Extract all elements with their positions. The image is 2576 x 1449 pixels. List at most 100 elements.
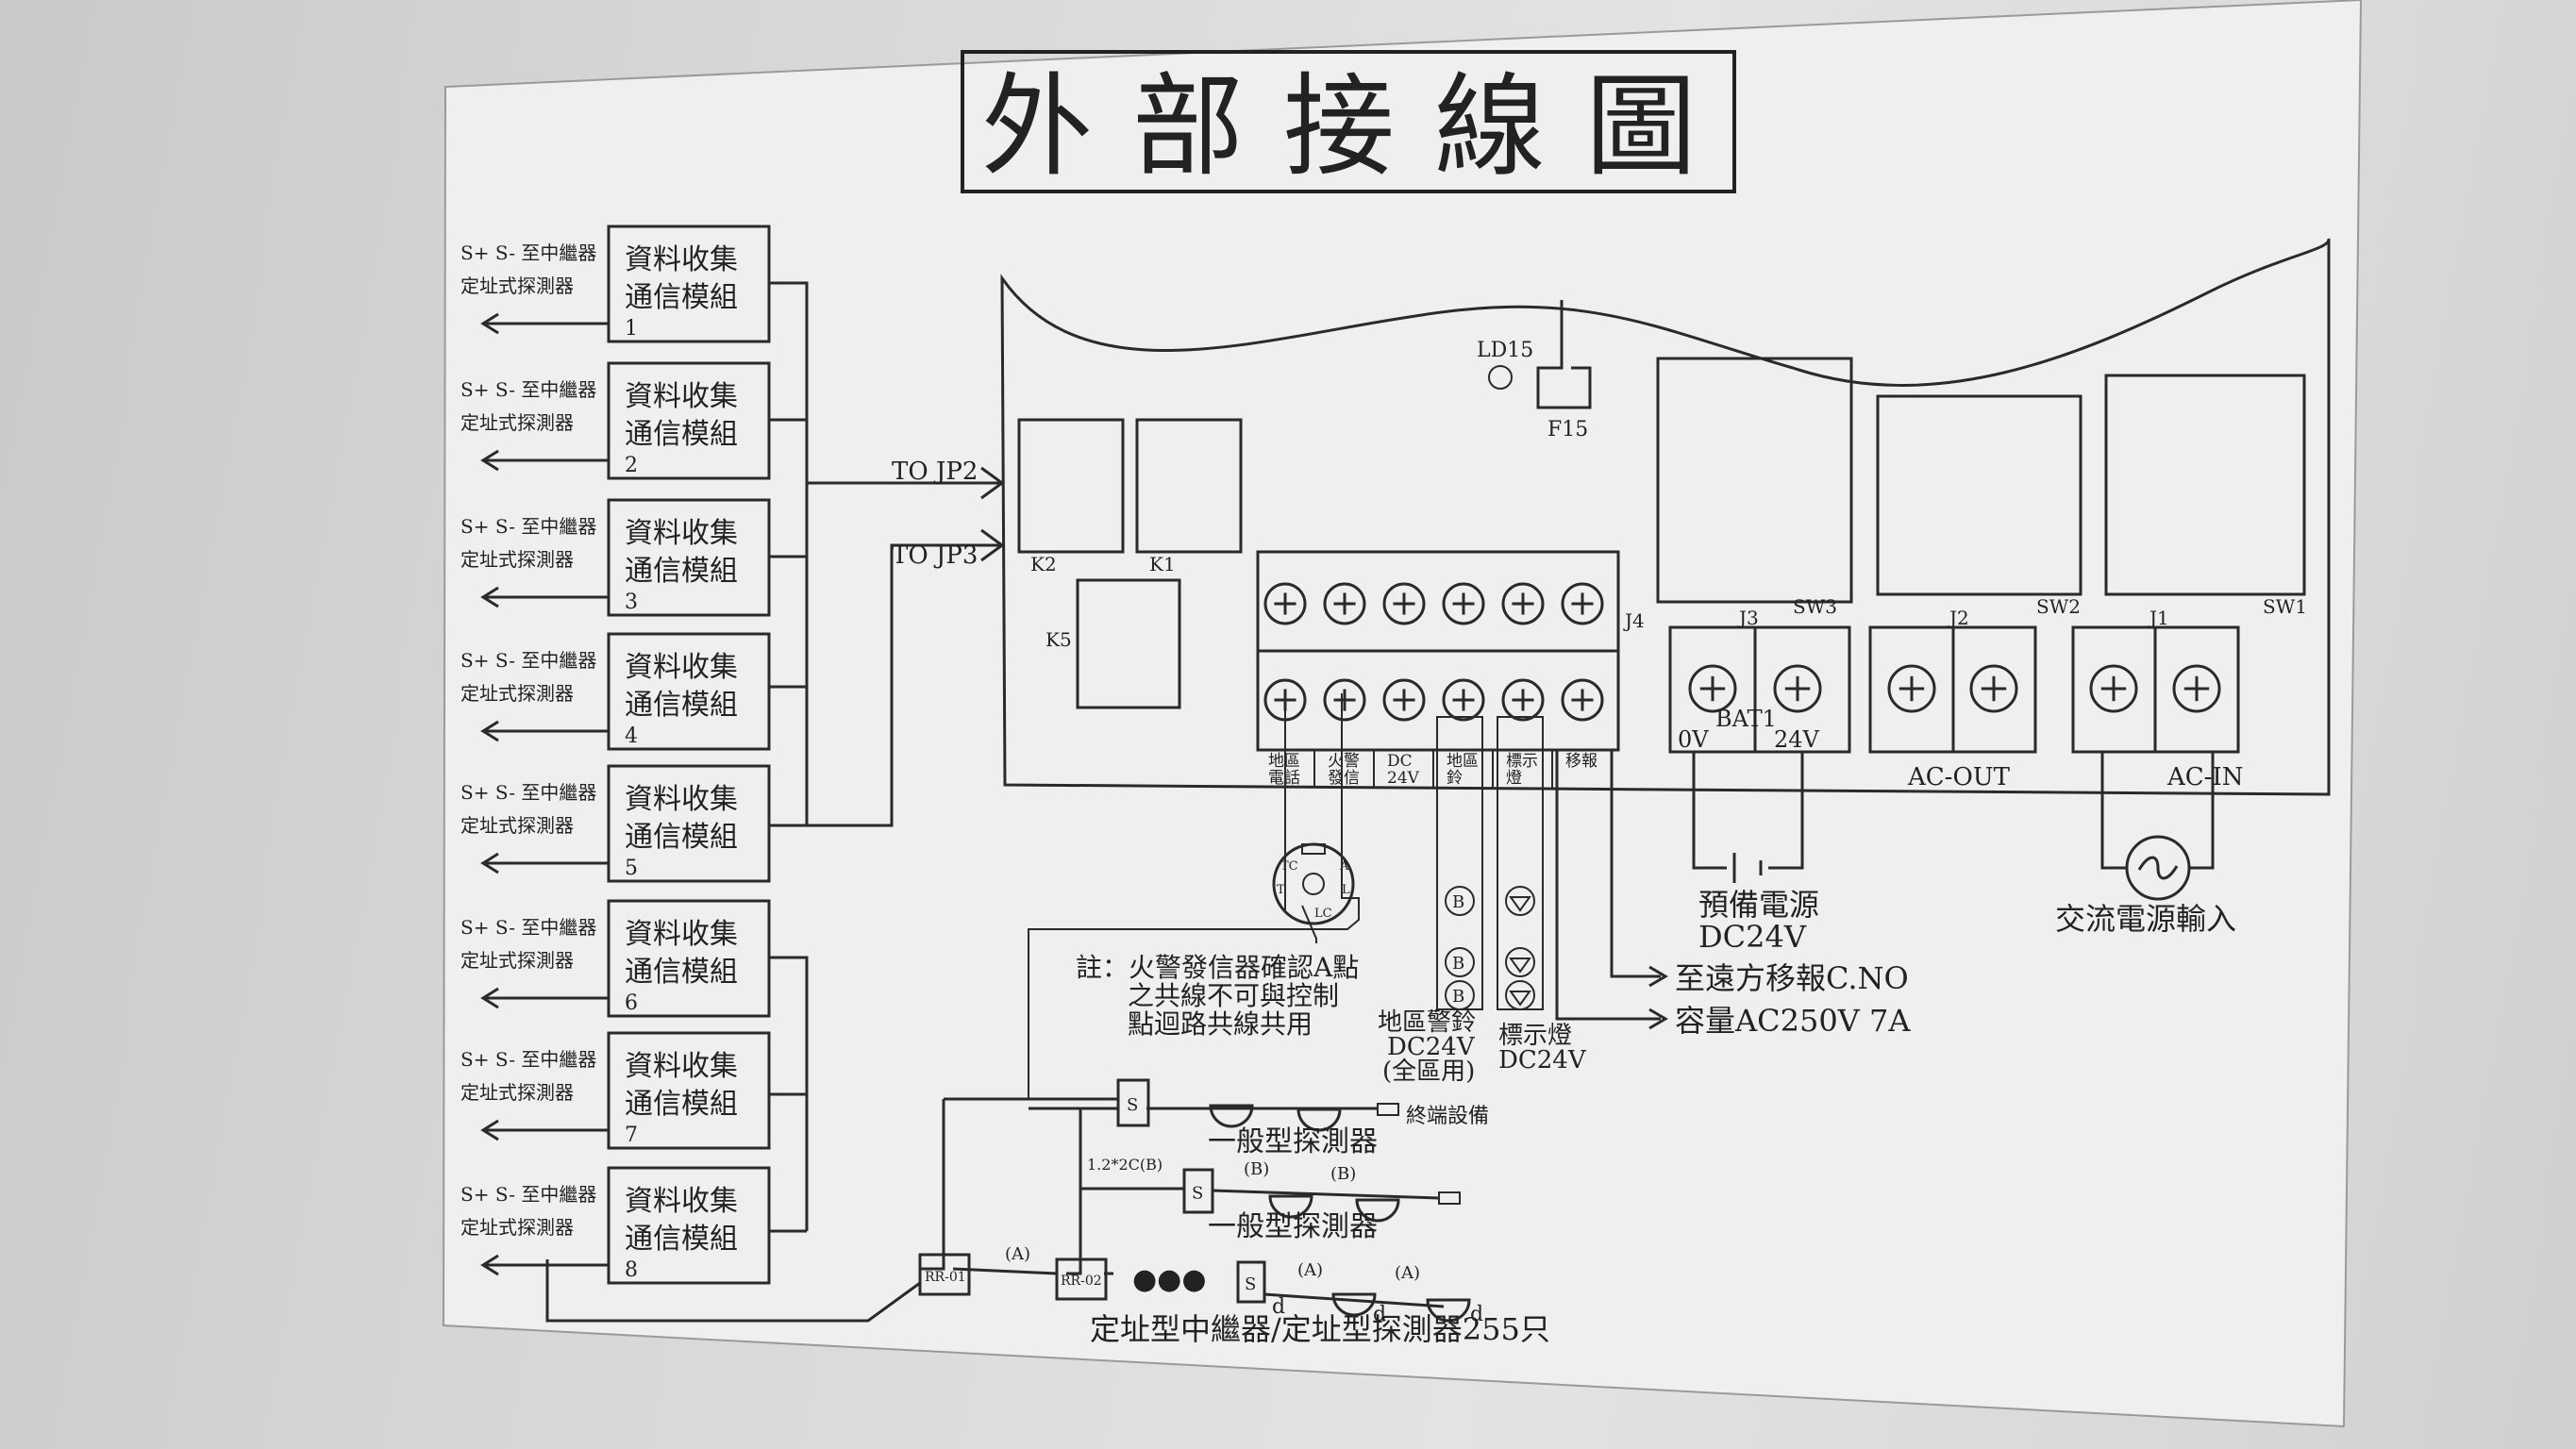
bell-label-line1: 地區警鈴 [1378, 1008, 1476, 1037]
bell-label-line2: DC24V [1387, 1033, 1476, 1061]
module-arrow [480, 1254, 499, 1276]
j3-terminal-block [1668, 625, 1851, 754]
module-header-line2: 定址式探測器 [460, 411, 574, 434]
module-name-line2: 通信模組 [625, 821, 738, 854]
bell-symbol-letter: B [1452, 987, 1464, 1007]
module-number: 7 [625, 1124, 638, 1147]
j4-bottom-screw [1323, 678, 1366, 722]
j4-terminal-label: 火警 [1328, 752, 1360, 771]
station-l-label: L [1342, 883, 1350, 897]
module-number: 5 [625, 857, 638, 880]
b-label-2: (B) [1330, 1164, 1356, 1184]
j-screw-row [1688, 664, 2221, 713]
module-header-line1: S+ S- 至中繼器 [460, 916, 596, 939]
ac-in-label: AC-IN [2166, 763, 2243, 791]
rr02-label: RR-02 [1061, 1274, 1102, 1289]
module-name-line1: 資料收集 [625, 783, 738, 816]
terminal-screw [1688, 664, 1737, 713]
sw2-label: SW2 [2036, 595, 2081, 618]
module-number: 3 [625, 591, 638, 614]
sw1-block [2104, 374, 2306, 596]
bell-symbol-letter: B [1452, 892, 1464, 912]
bell-icon [1445, 980, 1475, 1010]
j4-bottom-screw [1382, 678, 1426, 722]
cable-spec-label: 1.2*2C(B) [1087, 1156, 1163, 1174]
module-number: 4 [625, 724, 638, 748]
to-jp3-label: TO JP3 [892, 541, 978, 570]
lamp-symbols [1505, 886, 1535, 1010]
j4-terminal-label: 標示 [1506, 752, 1538, 771]
bell-symbols: BBB [1445, 886, 1475, 1010]
module-box [607, 1031, 771, 1150]
bottom-devices: S S S [918, 1078, 1471, 1323]
module-header-line1: S+ S- 至中繼器 [460, 378, 596, 401]
note-line3: 點迴路共線共用 [1128, 1008, 1313, 1040]
end-device-label: 終端設備 [1406, 1105, 1489, 1128]
station-lc-label: LC [1314, 907, 1332, 921]
module-header-line2: 定址式探測器 [460, 814, 574, 837]
ac-source-symbol [2125, 835, 2191, 901]
zero-v-label: 0V [1678, 726, 1709, 753]
terminal-screw [2172, 664, 2221, 713]
s-device-1 [1116, 1078, 1150, 1127]
a-label-1: (A) [1005, 1244, 1030, 1264]
diagram-sheet [442, 0, 2363, 1428]
bat1-label: BAT1 [1715, 706, 1777, 732]
module-number: 8 [625, 1258, 638, 1282]
to-jp2-label: TO JP2 [892, 458, 978, 486]
station-tc-label: TC [1280, 859, 1298, 874]
bell-symbol-letter: B [1452, 954, 1464, 974]
j4-terminal-label: DC [1387, 752, 1413, 771]
j4-top-screw [1501, 582, 1545, 625]
detector-label-2: 一般型探測器 [1208, 1210, 1378, 1243]
j4-top-screw [1263, 582, 1307, 625]
lamp-label-line2: DC24V [1498, 1046, 1587, 1074]
bell-icon [1445, 886, 1475, 916]
a-label-2: (A) [1297, 1260, 1323, 1280]
bell-icon [1445, 947, 1475, 977]
station-t-label: T [1277, 883, 1285, 897]
module-arrow [480, 312, 499, 335]
module-arrow [480, 586, 499, 608]
j4-terminal-label: 燈 [1506, 769, 1522, 788]
module-arrow [480, 1119, 499, 1141]
note-line1: 註：火警發信器確認A點 [1076, 952, 1359, 983]
module-header-line2: 定址式探測器 [460, 1081, 574, 1104]
sw2-block [1876, 394, 2083, 596]
a-label-3: (A) [1395, 1263, 1420, 1283]
j4-top-screw [1323, 582, 1366, 625]
note-line2: 之共線不可與控制 [1128, 980, 1339, 1011]
j2-label: J2 [1948, 607, 1969, 629]
b-label-1: (B) [1244, 1159, 1269, 1179]
s-symbol: S [1192, 1184, 1203, 1204]
module-header-line2: 定址式探測器 [460, 1216, 574, 1239]
lamp-icon [1505, 947, 1535, 977]
module-arrow [480, 987, 499, 1009]
terminal-screw [2089, 664, 2138, 713]
footer-label: 定址型中繼器/定址型探測器255只 [1090, 1311, 1550, 1347]
s-symbol: S [1127, 1095, 1138, 1115]
j1-label: J1 [2148, 607, 2169, 629]
j4-top-screw [1561, 582, 1604, 625]
relay-k2-label: K2 [1030, 553, 1057, 575]
module-name-line2: 通信模組 [625, 956, 738, 989]
lamp-icon [1505, 980, 1535, 1010]
s-symbol: S [1245, 1274, 1256, 1294]
module-number: 6 [625, 991, 638, 1015]
module-name-line1: 資料收集 [625, 380, 738, 413]
module-name-line2: 通信模組 [625, 281, 738, 314]
j4-terminal-label: 鈴 [1447, 769, 1463, 788]
module-box [607, 764, 771, 883]
continuation-dots: ●●● [1132, 1263, 1207, 1296]
module-header-line1: S+ S- 至中繼器 [460, 649, 596, 672]
backup-power-line2: DC24V [1698, 919, 1807, 955]
module-header-line1: S+ S- 至中繼器 [460, 1183, 596, 1206]
rr01-label: RR-01 [925, 1270, 966, 1285]
detector-icon [1426, 1298, 1471, 1323]
j4-terminal-label: 24V [1387, 769, 1420, 788]
module-number: 1 [625, 317, 638, 341]
lamp-label-line1: 標示燈 [1498, 1022, 1572, 1050]
module-name-line2: 通信模組 [625, 555, 738, 588]
